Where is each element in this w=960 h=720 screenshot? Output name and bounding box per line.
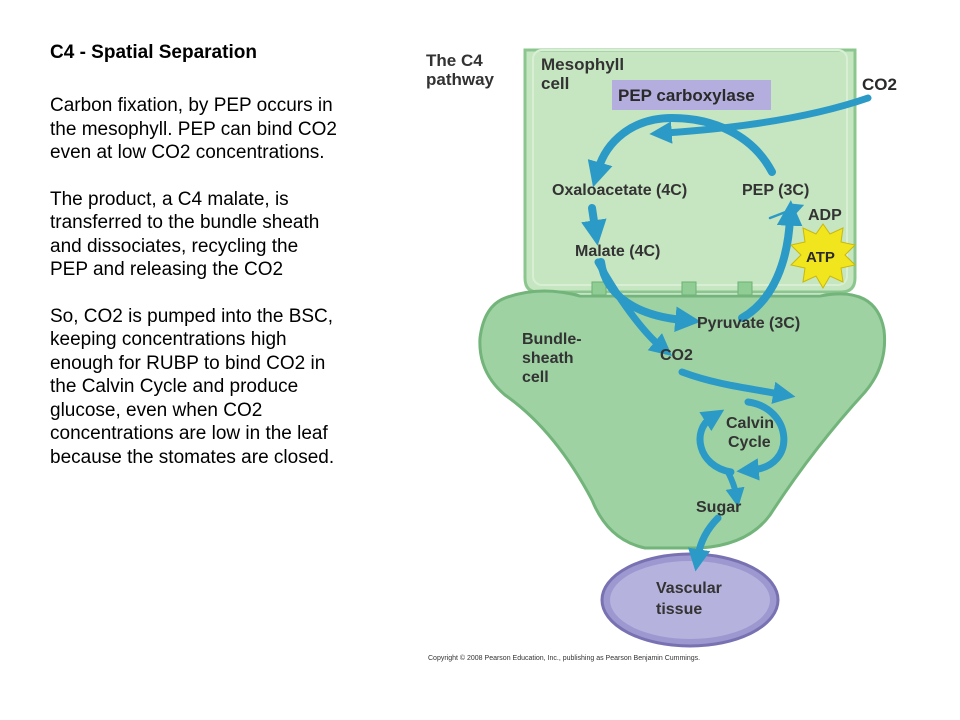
- arrow-icon: [594, 258, 673, 357]
- vascular-tissue-inner: [610, 561, 770, 639]
- arrow-icon: [768, 203, 805, 220]
- arrow-icon: [678, 368, 796, 404]
- text-line: PEP and releasing the CO2: [50, 259, 284, 280]
- text-line: concentrations are low in the leaf: [50, 423, 328, 444]
- mesophyll-cell-shape: [523, 48, 857, 294]
- text-line: even at low CO2 concentrations.: [50, 142, 325, 163]
- arrow-icon: [587, 113, 776, 188]
- mesophyll-cell-label: Mesophyll cell: [541, 55, 629, 93]
- arrow-icon: [688, 514, 722, 572]
- paragraph-malate-transfer: The product, a C4 malate, is transferred…: [50, 188, 420, 282]
- enzyme-label: PEP carboxylase: [618, 86, 755, 105]
- copyright-notice: Copyright © 2008 Pearson Education, Inc.…: [428, 655, 701, 662]
- text-line: enough for RUBP to bind CO2 in: [50, 352, 326, 374]
- text-line: keeping concentrations high: [50, 329, 287, 350]
- text-line: Carbon fixation, by PEP occurs in: [50, 95, 333, 116]
- pep-label: PEP (3C): [742, 182, 809, 199]
- text-line: glucose, even when CO2: [50, 399, 263, 421]
- calvin-cycle-arrow: [736, 398, 788, 481]
- calvin-cycle-label: Calvin Cycle: [726, 415, 778, 451]
- atp-label: ATP: [806, 249, 835, 266]
- text-line: the Calvin Cycle and produce: [50, 376, 299, 397]
- text-line: the mesophyll. PEP can bind CO2: [50, 118, 337, 140]
- text-line: So, CO2 is pumped into the BSC,: [50, 305, 334, 327]
- adp-label: ADP: [808, 207, 842, 224]
- oxaloacetate-label: Oxaloacetate (4C): [552, 182, 687, 199]
- calvin-cycle-arrow: [696, 409, 735, 476]
- paragraph-co2-pump: So, CO2 is pumped into the BSC, keeping …: [50, 305, 420, 470]
- pyruvate-label: Pyruvate (3C): [697, 315, 800, 332]
- arrow-icon: [725, 469, 745, 508]
- bundle-sheath-label: Bundle- sheath cell: [522, 331, 586, 386]
- arrow-icon: [581, 204, 607, 246]
- bundle-sheath-cell-shape: [478, 289, 887, 550]
- arrow-icon: [738, 200, 803, 322]
- vascular-tissue-label: Vascular tissue: [656, 580, 726, 618]
- enzyme-box: [612, 80, 771, 110]
- text-line: because the stomates are closed.: [50, 446, 335, 468]
- explanation-text: C4 - Spatial Separation Carbon fixation,…: [50, 40, 420, 492]
- text-line: and dissociates, recycling the: [50, 235, 299, 257]
- paragraph-carbon-fixation: Carbon fixation, by PEP occurs in the me…: [50, 94, 420, 165]
- section-heading: C4 - Spatial Separation: [50, 42, 257, 63]
- atp-burst-icon: [789, 223, 857, 289]
- diagram-title: The C4 pathway: [426, 51, 495, 89]
- malate-label: Malate (4C): [575, 243, 660, 260]
- co2-input-label: CO2: [862, 75, 897, 94]
- text-line: The product, a C4 malate, is: [50, 188, 289, 210]
- text-line: transferred to the bundle sheath: [50, 212, 320, 233]
- arrow-icon: [649, 94, 872, 144]
- co2-bundle-sheath-label: CO2: [660, 347, 693, 364]
- sugar-label: Sugar: [696, 499, 741, 516]
